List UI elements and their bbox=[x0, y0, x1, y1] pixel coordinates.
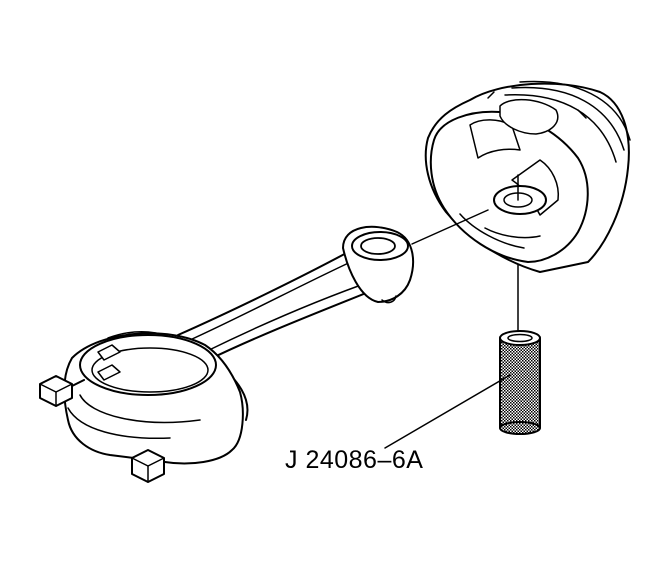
rod-bolt-left bbox=[39, 375, 85, 407]
rod-big-end bbox=[63, 331, 244, 465]
connecting-rod-beam bbox=[177, 249, 399, 421]
piston-pin-tool bbox=[499, 330, 541, 435]
alignment-lines bbox=[384, 174, 519, 449]
rod-small-end bbox=[342, 225, 415, 304]
tool-label: J 24086–6A bbox=[285, 446, 424, 474]
rod-bolt-right bbox=[131, 449, 165, 483]
piston bbox=[424, 80, 631, 273]
